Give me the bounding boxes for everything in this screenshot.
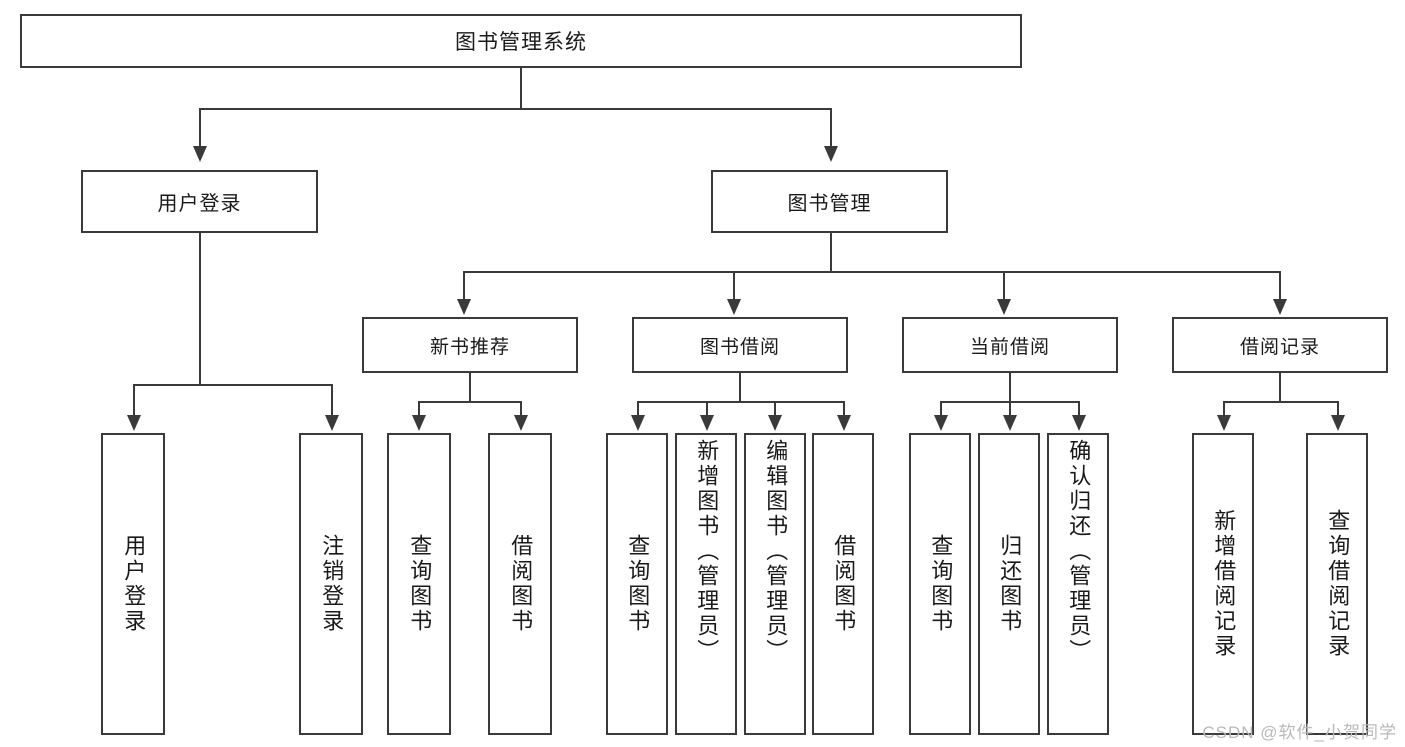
leaf-label: 查询借阅记录 <box>1325 509 1351 659</box>
csdn-watermark: CSDN @软件_小贺同学 <box>1202 723 1397 742</box>
leaf-label: 新增借阅记录 <box>1211 509 1237 659</box>
arrowhead-leaf-logout <box>325 415 339 431</box>
leaf-label: 借阅图书 <box>831 534 857 634</box>
arrowhead-leaf-confirm-return <box>1072 415 1086 431</box>
connector-newbook-drop-1 <box>418 401 420 417</box>
leaf-label: 借阅图书 <box>508 534 534 634</box>
connector-newbook-stem <box>469 373 471 403</box>
arrowhead-to-book-manage <box>824 146 838 162</box>
leaf-confirm-return-admin[interactable]: 确认归还（管理员） <box>1047 433 1109 735</box>
node-root-system[interactable]: 图书管理系统 <box>20 14 1022 68</box>
connector-bookmgmt-drop-1 <box>463 271 465 301</box>
connector-borrowrecord-drop-2 <box>1337 401 1339 417</box>
arrowhead-to-borrow-record <box>1273 299 1287 315</box>
node-user-login[interactable]: 用户登录 <box>81 170 318 233</box>
connector-bookborrow-drop-3 <box>774 401 776 417</box>
connector-currentborrow-stem <box>1009 373 1011 403</box>
leaf-label: 注销登录 <box>319 534 345 634</box>
node-label: 当前借阅 <box>969 336 1050 358</box>
arrowhead-to-book-borrow <box>727 299 741 315</box>
connector-userlogin-drop-1 <box>133 384 135 417</box>
connector-userlogin-bus <box>133 384 333 386</box>
node-label: 用户登录 <box>157 193 242 215</box>
connector-bookborrow-bus <box>637 401 845 403</box>
arrowhead-leaf-return-book <box>1003 415 1017 431</box>
connector-bookborrow-drop-1 <box>637 401 639 417</box>
node-label: 借阅记录 <box>1239 336 1320 358</box>
leaf-label: 用户登录 <box>121 534 147 634</box>
connector-bookmgmt-stem <box>830 233 832 273</box>
leaf-borrow-book-newbook[interactable]: 借阅图书 <box>488 433 552 735</box>
connector-userlogin-stem <box>199 233 201 386</box>
node-book-borrow[interactable]: 图书借阅 <box>632 317 848 373</box>
leaf-label: 查询图书 <box>625 534 651 634</box>
leaf-label: 确认归还（管理员） <box>1066 439 1092 664</box>
arrowhead-leaf-query-book-c <box>934 415 948 431</box>
arrowhead-leaf-borrow-book-a <box>514 415 528 431</box>
leaf-label: 新增图书（管理员） <box>694 439 720 664</box>
leaf-add-borrow-record[interactable]: 新增借阅记录 <box>1192 433 1254 735</box>
leaf-label: 归还图书 <box>997 534 1023 634</box>
connector-bookmgmt-drop-4 <box>1279 271 1281 301</box>
leaf-label: 查询图书 <box>407 534 433 634</box>
node-label: 图书管理 <box>787 193 872 215</box>
connector-newbook-bus <box>418 401 522 403</box>
arrowhead-leaf-add-record <box>1217 415 1231 431</box>
arrowhead-leaf-user-login <box>127 415 141 431</box>
leaf-logout[interactable]: 注销登录 <box>299 433 363 735</box>
arrowhead-leaf-edit-book <box>768 415 782 431</box>
connector-borrowrecord-bus <box>1223 401 1339 403</box>
leaf-label: 编辑图书（管理员） <box>763 439 789 664</box>
arrowhead-leaf-add-book <box>700 415 714 431</box>
connector-root-stem <box>520 68 522 109</box>
connector-currentborrow-drop-2 <box>1009 401 1011 417</box>
connector-userlogin-drop-2 <box>331 384 333 417</box>
connector-root-bus <box>199 108 831 110</box>
node-book-management[interactable]: 图书管理 <box>711 170 948 233</box>
leaf-query-book-current[interactable]: 查询图书 <box>909 433 971 735</box>
leaf-borrow-book-borrow[interactable]: 借阅图书 <box>812 433 874 735</box>
connector-bookmgmt-drop-3 <box>1003 271 1005 301</box>
connector-borrowrecord-drop-1 <box>1223 401 1225 417</box>
arrowhead-to-current-borrow <box>997 299 1011 315</box>
connector-root-right-drop <box>830 108 832 146</box>
node-borrow-record[interactable]: 借阅记录 <box>1172 317 1388 373</box>
connector-bookborrow-drop-4 <box>843 401 845 417</box>
connector-bookmgmt-drop-2 <box>733 271 735 301</box>
node-label: 图书借阅 <box>699 336 780 358</box>
leaf-label: 查询图书 <box>928 534 954 634</box>
arrowhead-to-user-login <box>193 146 207 162</box>
node-new-book-recommend[interactable]: 新书推荐 <box>362 317 578 373</box>
leaf-return-book[interactable]: 归还图书 <box>978 433 1040 735</box>
connector-bookmgmt-bus <box>463 271 1280 273</box>
leaf-add-book-admin[interactable]: 新增图书（管理员） <box>675 433 737 735</box>
connector-currentborrow-drop-3 <box>1078 401 1080 417</box>
leaf-query-book-borrow[interactable]: 查询图书 <box>606 433 668 735</box>
arrowhead-to-new-book-rec <box>457 299 471 315</box>
node-label: 图书管理系统 <box>455 31 587 54</box>
leaf-query-borrow-record[interactable]: 查询借阅记录 <box>1306 433 1368 735</box>
connector-borrowrecord-stem <box>1279 373 1281 403</box>
arrowhead-leaf-query-book-a <box>412 415 426 431</box>
leaf-query-book-newbook[interactable]: 查询图书 <box>387 433 451 735</box>
leaf-user-login[interactable]: 用户登录 <box>101 433 165 735</box>
node-label: 新书推荐 <box>429 336 510 358</box>
connector-bookborrow-stem <box>739 373 741 403</box>
connector-root-left-drop <box>199 108 201 146</box>
arrowhead-leaf-query-book-b <box>631 415 645 431</box>
arrowhead-leaf-query-record <box>1331 415 1345 431</box>
node-current-borrow[interactable]: 当前借阅 <box>902 317 1118 373</box>
arrowhead-leaf-borrow-book-b <box>837 415 851 431</box>
connector-bookborrow-drop-2 <box>706 401 708 417</box>
connector-currentborrow-drop-1 <box>940 401 942 417</box>
connector-newbook-drop-2 <box>520 401 522 417</box>
leaf-edit-book-admin[interactable]: 编辑图书（管理员） <box>744 433 806 735</box>
